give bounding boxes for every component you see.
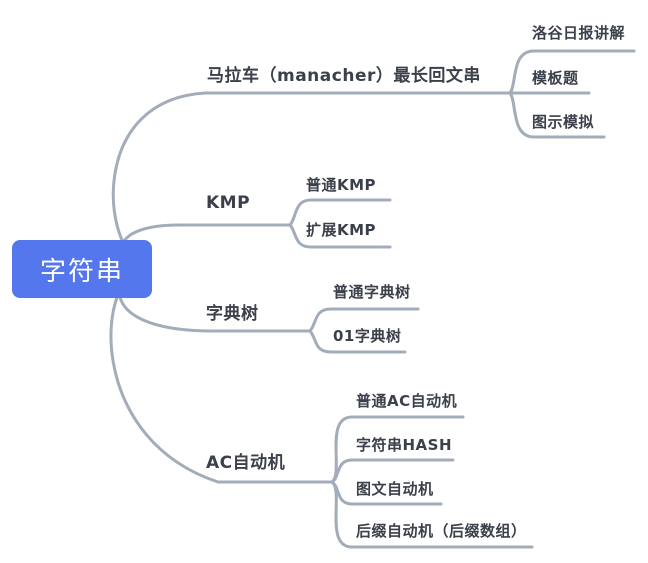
leaf-label-ordinary-ac[interactable]: 普通AC自动机 xyxy=(356,392,458,410)
leaf-line-01-trie xyxy=(308,329,407,354)
branch-label-trie[interactable]: 字典树 xyxy=(206,304,259,324)
leaf-line-ordinary-trie xyxy=(308,307,420,333)
leaf-label-luogu-daily[interactable]: 洛谷日报讲解 xyxy=(532,24,626,42)
leaf-label-tuwen-automaton[interactable]: 图文自动机 xyxy=(356,480,434,498)
leaf-label-ordinary-kmp[interactable]: 普通KMP xyxy=(306,176,377,194)
branch-label-kmp[interactable]: KMP xyxy=(206,193,251,213)
leaf-label-ordinary-trie[interactable]: 普通字典树 xyxy=(333,283,411,301)
leaf-label-suffix-automaton[interactable]: 后缀自动机（后缀数组） xyxy=(356,522,527,540)
leaf-line-ordinary-kmp xyxy=(288,198,392,227)
root-node-string[interactable]: 字符串 xyxy=(12,240,152,298)
leaf-line-string-hash xyxy=(330,458,455,484)
leaf-label-template-problem[interactable]: 模板题 xyxy=(532,69,579,87)
leaf-line-extended-kmp xyxy=(288,223,392,249)
leaf-label-extended-kmp[interactable]: 扩展KMP xyxy=(306,221,377,239)
branch-label-ac-automaton[interactable]: AC自动机 xyxy=(206,453,286,473)
leaf-line-diagram-simulation xyxy=(508,91,606,139)
leaf-label-diagram-simulation[interactable]: 图示模拟 xyxy=(532,113,595,131)
leaf-label-string-hash[interactable]: 字符串HASH xyxy=(356,436,453,454)
leaf-line-suffix-automaton xyxy=(330,480,534,549)
branch-label-manacher[interactable]: 马拉车（manacher）最长回文串 xyxy=(207,66,481,86)
leaf-line-luogu-daily xyxy=(508,49,636,95)
leaf-label-01-trie[interactable]: 01字典树 xyxy=(333,327,402,345)
